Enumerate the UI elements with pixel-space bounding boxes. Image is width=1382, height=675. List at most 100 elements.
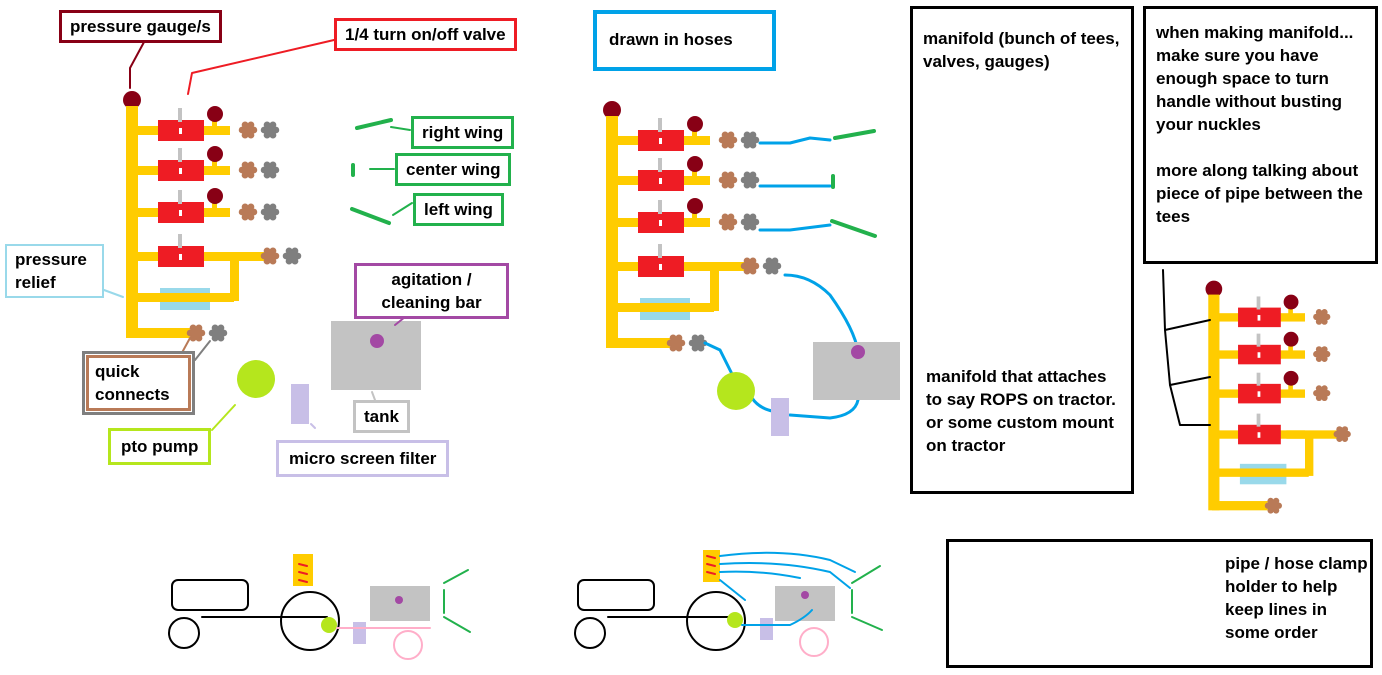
valve-handle — [1256, 413, 1261, 427]
gauge-stem — [212, 158, 217, 170]
tractor-tank-agitation — [395, 596, 403, 604]
quick-connect-grey — [740, 213, 760, 231]
quick-connect-outlet-grey — [688, 334, 708, 352]
label-agitation: agitation / cleaning bar — [354, 263, 509, 319]
relief-pipe — [1212, 468, 1309, 477]
quick-connect-tan-hub — [242, 206, 254, 218]
outlet-pipe — [610, 338, 670, 348]
quick-connect-tan — [1313, 385, 1331, 402]
tractor-rear-wheel — [686, 591, 746, 651]
spray-tank — [331, 321, 421, 390]
hose-to-pump — [703, 341, 737, 382]
label-right-wing: right wing — [411, 116, 515, 149]
valve-mark — [659, 178, 662, 184]
main-pressure-gauge — [1205, 280, 1223, 298]
main-pressure-gauge — [603, 101, 621, 119]
tractor-front-wheel — [168, 617, 200, 649]
quick-connect-tan-hub — [1316, 349, 1327, 360]
quick-connect-tan — [718, 131, 738, 149]
quick-connect-outlet-hub — [670, 337, 682, 349]
line-pressure-gauge — [1283, 294, 1299, 310]
valve-handle — [658, 200, 662, 214]
valve-mark — [179, 128, 182, 134]
quick-connect-grey — [260, 161, 280, 179]
valve-handle — [178, 190, 182, 204]
line-pressure-gauge — [687, 116, 703, 132]
trailer-wheel — [393, 630, 423, 660]
valve-handle — [658, 244, 662, 258]
qc-leader-grey — [194, 340, 211, 361]
label-pto-pump: pto pump — [108, 428, 212, 465]
filter-leader — [310, 423, 316, 429]
tractor-booms — [443, 569, 471, 633]
quick-connect-outlet-hub — [190, 327, 202, 339]
valve-mark — [179, 210, 182, 216]
gauge-stem — [692, 168, 697, 180]
manifold-riser-pipe — [126, 106, 138, 338]
label-center-wing: center wing — [395, 153, 512, 186]
quick-connect-grey-hub — [744, 134, 756, 146]
gauge-stem — [692, 210, 697, 222]
quick-connect-grey-hub — [766, 260, 778, 272]
line-pressure-gauge — [687, 198, 703, 214]
tractor-manifold-valves-mid — [706, 555, 716, 575]
valve-handle — [178, 108, 182, 122]
quick-connect-grey — [260, 121, 280, 139]
quick-connect-grey — [260, 203, 280, 221]
line-pressure-gauge — [687, 156, 703, 172]
note-leader-2 — [1164, 329, 1211, 386]
valve-handle — [1256, 333, 1261, 347]
quick-connect-tan-hub — [1337, 429, 1348, 440]
tractor-hoses — [719, 551, 856, 601]
right-wing-leader — [390, 126, 411, 131]
tractor-pump — [321, 617, 337, 633]
manifold-branch-pipe-ext — [210, 252, 270, 261]
quick-connect-grey-hub — [264, 206, 276, 218]
gauge-stem — [1288, 342, 1293, 355]
quick-connect-grey — [282, 247, 302, 265]
quick-connect-tan — [1333, 426, 1351, 442]
tank-leader — [371, 391, 376, 401]
quick-connect-tan-hub — [722, 174, 734, 186]
tractor-rear-wheel — [280, 591, 340, 651]
tractor-front-wheel — [574, 617, 606, 649]
note-pipe-between-tees: more along talking about piece of pipe b… — [1156, 161, 1363, 226]
right-wing-boom — [355, 118, 393, 130]
micro-screen-filter-mid — [771, 398, 789, 436]
quick-connect-grey-hub — [264, 124, 276, 136]
quick-connect-tan-hub — [1316, 388, 1327, 399]
quick-connect-grey-hub — [264, 164, 276, 176]
quick-connect-grey — [740, 171, 760, 189]
tractor-filter — [353, 622, 366, 644]
manifold-branch-pipe-ext — [1286, 430, 1343, 439]
relief-pipe — [610, 303, 714, 312]
pto-pump — [237, 360, 275, 398]
quick-connect-grey-hub — [286, 250, 298, 262]
quick-connect-grey — [740, 131, 760, 149]
valve-handle — [658, 118, 662, 132]
left-wing-leader — [392, 202, 413, 216]
valve-mark — [179, 254, 182, 260]
trailer-wheel-mid — [799, 627, 829, 657]
relief-return-pipe — [230, 256, 239, 301]
valve-handle — [178, 148, 182, 162]
valve-handle — [1256, 296, 1261, 310]
quick-connect-tan — [238, 161, 258, 179]
line-pressure-gauge — [207, 106, 223, 122]
valve-handle — [1256, 372, 1261, 386]
line-pressure-gauge — [207, 146, 223, 162]
quick-connect-grey-hub — [744, 216, 756, 228]
quick-connect-tan-hub — [744, 260, 756, 272]
tractor-hood — [577, 579, 655, 611]
gauge-stem — [212, 118, 217, 130]
label-left-wing: left wing — [413, 193, 504, 226]
quick-connect-outlet — [1264, 497, 1283, 514]
quick-connect-tan — [238, 121, 258, 139]
label-pressure-relief: pressure relief — [5, 244, 104, 298]
main-pressure-gauge — [123, 91, 141, 109]
right-wing-boom-mid — [833, 129, 876, 140]
quick-connect-tan-hub — [722, 216, 734, 228]
label-manifold-mount: manifold that attaches to say ROPS on tr… — [926, 367, 1116, 455]
tractor-manifold-valves — [298, 563, 308, 583]
valve-leader — [187, 39, 335, 95]
